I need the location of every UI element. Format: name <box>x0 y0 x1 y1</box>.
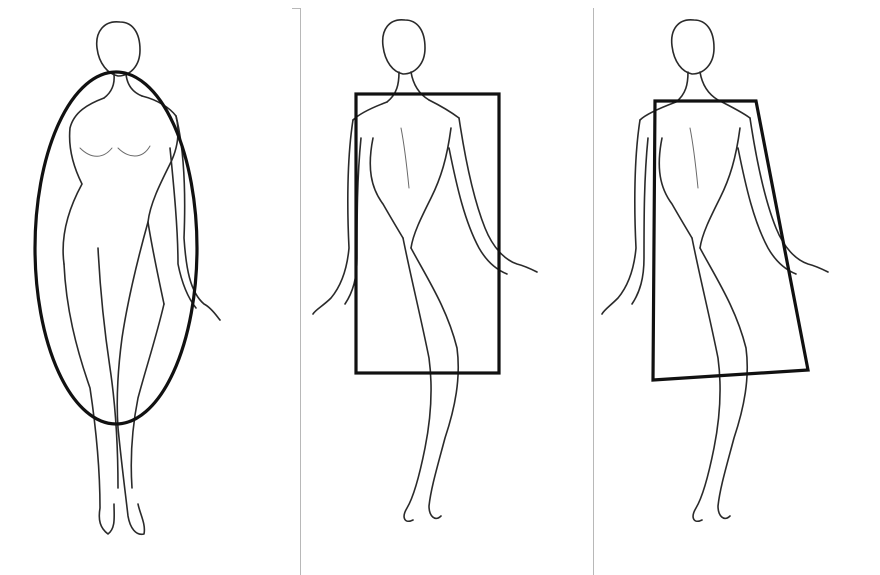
panel-trapezoid-drawing <box>594 8 880 575</box>
trapezoid-body-shape-outline <box>653 101 808 380</box>
panel-oval-drawing <box>0 8 292 575</box>
oval-body-shape-outline <box>35 72 197 424</box>
panel-rectangle <box>301 8 593 575</box>
panel-oval <box>0 8 292 575</box>
rectangle-body-shape-outline <box>356 94 499 373</box>
fashion-figure-sketch <box>602 20 828 521</box>
panel-rectangle-drawing <box>301 8 593 575</box>
panel-trapezoid <box>594 8 880 575</box>
